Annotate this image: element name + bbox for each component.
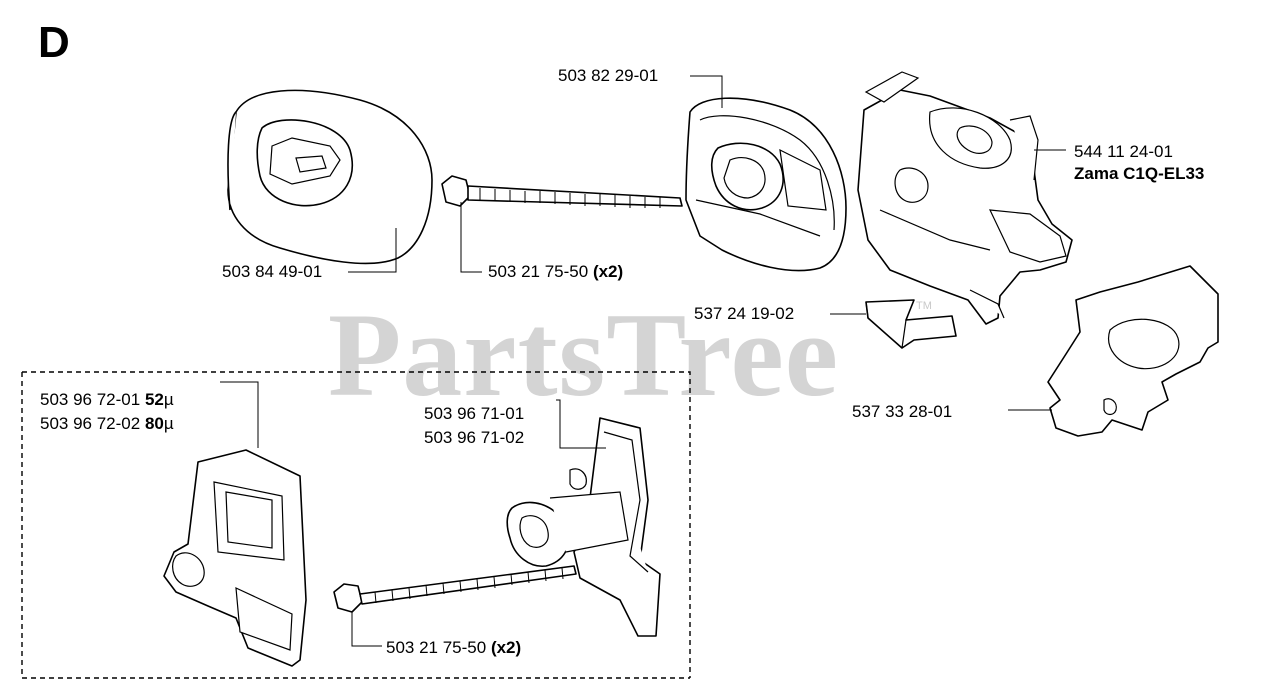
part-label-carburetor[interactable]: 544 11 24-01 [1074, 142, 1173, 162]
screw-bottom-drawing [333, 565, 577, 613]
holder-bottom-drawing [506, 417, 661, 637]
filter-holder-top-drawing [685, 97, 847, 272]
part-qty: (x2) [592, 262, 624, 281]
part-label-holder-b[interactable]: 503 96 71-02 [424, 428, 524, 448]
part-label-carburetor-model: Zama C1Q-EL33 [1074, 164, 1205, 183]
part-label-filter-a[interactable]: 503 96 72-01 52µ [40, 390, 174, 410]
part-qty: (x2) [490, 638, 522, 657]
part-number: 503 82 29-01 [558, 66, 659, 85]
part-number: 503 21 75-50 [386, 638, 487, 657]
part-number: 503 21 75-50 [488, 262, 589, 281]
part-label-screw-top[interactable]: 503 21 75-50 (x2) [488, 262, 623, 282]
filter-size: 52 [144, 390, 164, 409]
part-label-screw-bottom[interactable]: 503 21 75-50 (x2) [386, 638, 521, 658]
part-number: 503 96 71-01 [424, 404, 525, 423]
intake-plate-drawing [1047, 265, 1219, 437]
part-number: 503 96 71-02 [424, 428, 525, 447]
filter-unit: µ [163, 390, 174, 409]
carburetor-drawing [857, 71, 1073, 325]
part-label-air-filter[interactable]: 503 84 49-01 [222, 262, 322, 282]
screw-top-drawing [441, 175, 683, 208]
filter-bottom-drawing [163, 449, 307, 667]
leader-lines [220, 75, 1066, 647]
part-number: 503 96 72-02 [40, 414, 141, 433]
part-number: 503 84 49-01 [222, 262, 323, 281]
air-filter-drawing [227, 89, 433, 265]
gasket-drawing [865, 299, 957, 349]
watermark: PartsTree [328, 288, 839, 421]
watermark-trademark: TM [916, 300, 932, 312]
part-number: 503 96 72-01 [40, 390, 141, 409]
part-number: 544 11 24-01 [1074, 142, 1173, 161]
alternate-parts-box [21, 371, 691, 679]
part-label-filter-b[interactable]: 503 96 72-02 80µ [40, 414, 174, 434]
section-letter: D [38, 18, 70, 67]
part-number: 537 24 19-02 [694, 304, 795, 323]
part-label-holder-a[interactable]: 503 96 71-01 [424, 404, 524, 424]
filter-unit: µ [163, 414, 174, 433]
part-label-gasket[interactable]: 537 24 19-02 [694, 304, 794, 324]
filter-size: 80 [144, 414, 164, 433]
part-number: 537 33 28-01 [852, 402, 953, 421]
part-label-filter-holder-top[interactable]: 503 82 29-01 [558, 66, 658, 86]
part-label-intake-plate[interactable]: 537 33 28-01 [852, 402, 952, 422]
